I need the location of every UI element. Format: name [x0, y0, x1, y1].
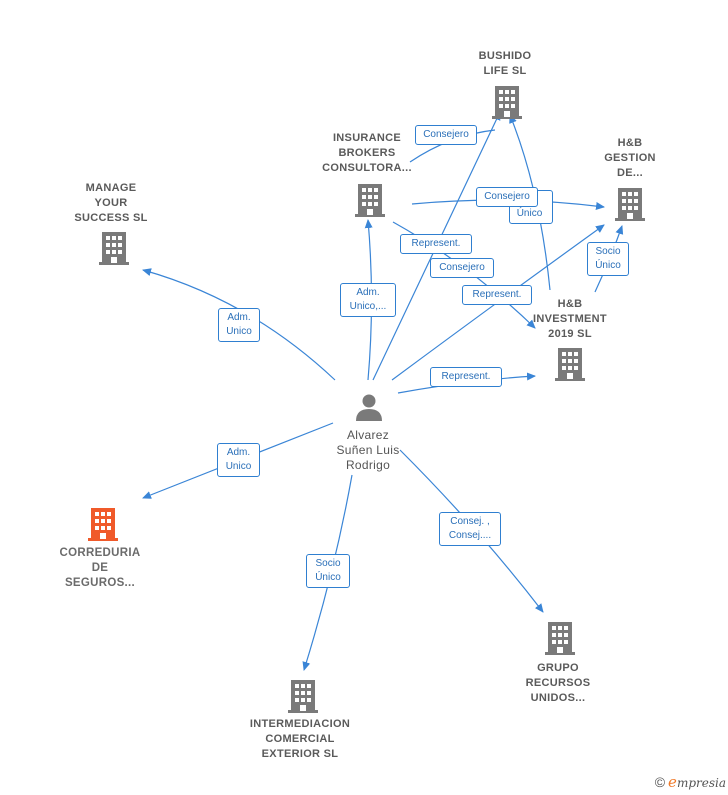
- node-label-manage[interactable]: MANAGE YOUR SUCCESS SL: [74, 182, 148, 224]
- node-label-grupo[interactable]: GRUPO RECURSOS UNIDOS...: [525, 662, 591, 704]
- building-icon[interactable]: [491, 84, 523, 120]
- brand-name: mpresia: [676, 776, 726, 790]
- edge-label-represent[interactable]: Represent.: [430, 367, 502, 387]
- building-icon-highlight[interactable]: [87, 506, 119, 542]
- edge-label-socio-unico[interactable]: Socio Único: [587, 242, 629, 276]
- copyright-icon: ©: [654, 774, 666, 790]
- node-label-correduria[interactable]: CORREDURIA DE SEGUROS...: [59, 547, 141, 589]
- edge-label-consejero[interactable]: Consejero: [415, 125, 477, 145]
- edge-label-consej[interactable]: Consej. , Consej....: [439, 512, 501, 546]
- edge-label-represent[interactable]: Represent.: [400, 234, 472, 254]
- edge-label-adm-unico[interactable]: Adm. Unico,...: [340, 283, 396, 317]
- building-icon[interactable]: [544, 620, 576, 656]
- node-label-hb-investment[interactable]: H&B INVESTMENT 2019 SL: [533, 298, 607, 340]
- building-icon[interactable]: [98, 230, 130, 266]
- node-label-hb-gestion[interactable]: H&B GESTION DE...: [604, 137, 656, 179]
- building-icon[interactable]: [354, 182, 386, 218]
- building-icon[interactable]: [287, 678, 319, 714]
- brand-initial: e: [668, 773, 677, 791]
- building-icon[interactable]: [614, 186, 646, 222]
- edge-label-represent[interactable]: Represent.: [462, 285, 532, 305]
- node-label-insurance[interactable]: INSURANCE BROKERS CONSULTORA...: [322, 132, 412, 174]
- building-icon[interactable]: [554, 346, 586, 382]
- node-label-person[interactable]: Alvarez Suñen Luis Rodrigo: [336, 428, 400, 472]
- edge-label-socio-unico[interactable]: Socio Único: [306, 554, 350, 588]
- edge-label-adm-unico[interactable]: Adm. Unico: [218, 308, 260, 342]
- edge-label-consejero[interactable]: Consejero: [476, 187, 538, 207]
- node-label-intermediacion[interactable]: INTERMEDIACION COMERCIAL EXTERIOR SL: [249, 718, 351, 760]
- brand-footer: ©empresia: [655, 773, 726, 791]
- node-label-bushido[interactable]: BUSHIDO LIFE SL: [478, 50, 532, 77]
- edge-label-consejero[interactable]: Consejero: [430, 258, 494, 278]
- person-icon[interactable]: [354, 392, 384, 422]
- edge-label-adm-unico[interactable]: Adm. Unico: [217, 443, 260, 477]
